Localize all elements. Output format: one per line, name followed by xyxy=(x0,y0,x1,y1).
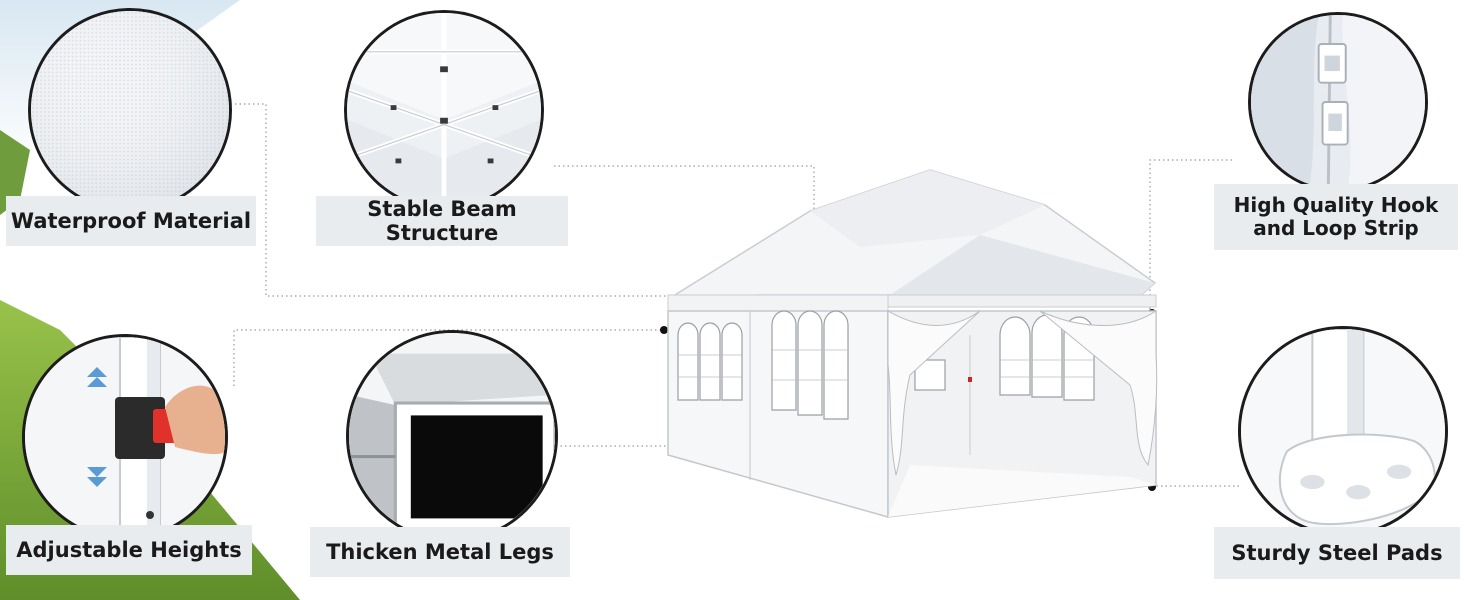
beam-structure-image xyxy=(344,10,544,210)
thicken-metal-legs-text: Thicken Metal Legs xyxy=(326,539,554,564)
hook-loop-label: High Quality Hook and Loop Strip xyxy=(1214,184,1458,250)
hook-loop-strip-icon xyxy=(1251,15,1425,189)
steel-foot-pad-icon xyxy=(1241,329,1445,533)
metal-legs-image xyxy=(346,330,558,542)
thicken-metal-legs-label: Thicken Metal Legs xyxy=(310,527,570,577)
fabric-texture-icon xyxy=(31,11,229,209)
adjustable-heights-image xyxy=(22,334,228,540)
sturdy-steel-pads-text: Sturdy Steel Pads xyxy=(1231,540,1443,565)
metal-leg-profile-icon xyxy=(349,333,555,539)
hook-loop-text-line2: and Loop Strip xyxy=(1253,216,1419,240)
stable-beam-structure-label: Stable Beam Structure xyxy=(316,196,568,246)
tent-illustration xyxy=(667,169,1158,518)
adjustable-heights-label: Adjustable Heights xyxy=(6,525,252,575)
stable-beam-structure-text: Stable Beam Structure xyxy=(367,196,517,245)
height-adjust-icon xyxy=(25,337,225,537)
canopy-frame-icon xyxy=(347,13,541,207)
waterproof-fabric-image xyxy=(28,8,232,212)
waterproof-material-label: Waterproof Material xyxy=(6,196,256,246)
steel-pads-image xyxy=(1238,326,1448,536)
sturdy-steel-pads-label: Sturdy Steel Pads xyxy=(1214,527,1460,579)
hook-loop-image xyxy=(1248,12,1428,192)
waterproof-material-text: Waterproof Material xyxy=(10,208,252,233)
hook-loop-text-line1: High Quality Hook xyxy=(1233,193,1439,217)
adjustable-heights-text: Adjustable Heights xyxy=(16,537,242,562)
